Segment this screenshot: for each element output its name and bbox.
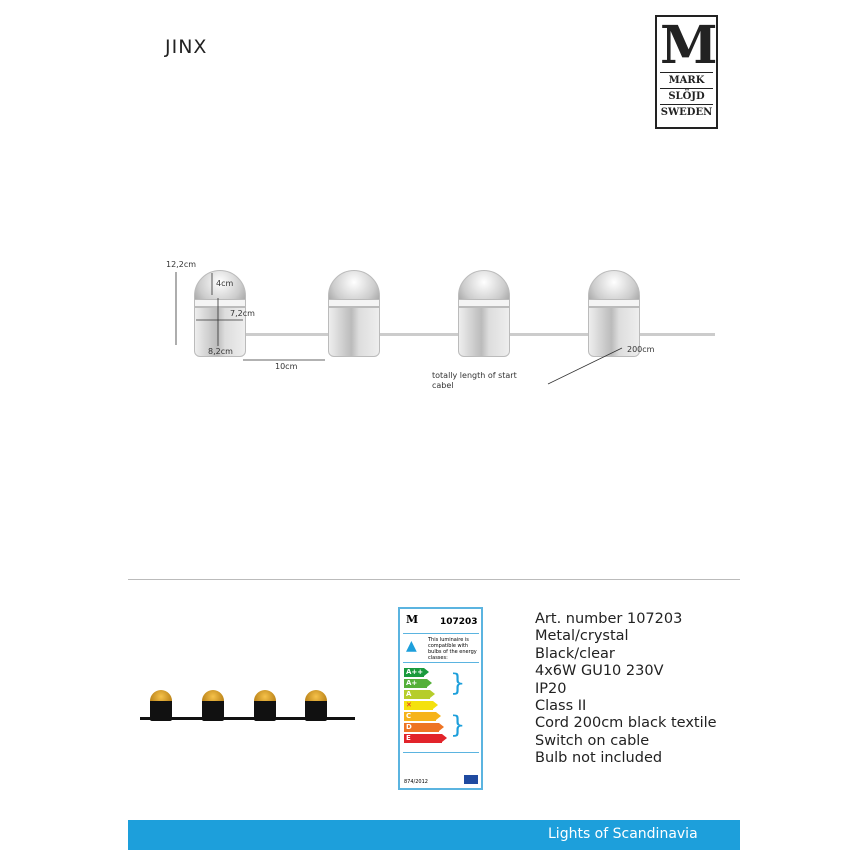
class-a++: A++ bbox=[404, 668, 429, 677]
logo-word: SWEDEN bbox=[660, 104, 713, 120]
photo-lamp bbox=[254, 690, 276, 721]
class-excluded: ✕ bbox=[404, 701, 438, 710]
eu-flag-icon bbox=[464, 775, 478, 784]
drawing-lamp bbox=[588, 270, 640, 357]
spec-item: Black/clear bbox=[535, 645, 615, 662]
photo-lamp bbox=[150, 690, 172, 721]
regulation: 874/2012 bbox=[404, 779, 428, 785]
energy-label: M 107203 ▲ This luminaire is compatible … bbox=[398, 607, 483, 790]
dim-width: 7,2cm bbox=[230, 309, 255, 318]
footer-text: Lights of Scandinavia bbox=[548, 826, 698, 842]
footer-bar: Lights of Scandinavia bbox=[128, 820, 740, 850]
logo-word: MARK bbox=[660, 72, 713, 88]
brand-logo: M MARK SLÖJD SWEDEN bbox=[655, 15, 718, 129]
dimension-arrows bbox=[175, 272, 623, 385]
product-title: JINX bbox=[165, 36, 208, 58]
label-logo: M bbox=[406, 613, 419, 626]
cable-note: cabel bbox=[432, 381, 454, 390]
spec-item: 4x6W GU10 230V bbox=[535, 663, 664, 680]
drawing-lamp bbox=[194, 270, 246, 357]
spec-item: Switch on cable bbox=[535, 732, 650, 749]
bulb-bracket-icon: } bbox=[450, 669, 466, 697]
spec-item: Cord 200cm black textile bbox=[535, 715, 717, 732]
spec-item: Class II bbox=[535, 698, 587, 715]
logo-word: SLÖJD bbox=[660, 88, 713, 104]
bulb-bracket-icon: } bbox=[450, 711, 466, 739]
class-c: C bbox=[404, 712, 441, 721]
drawing-lamp bbox=[328, 270, 380, 357]
class-a: A bbox=[404, 690, 435, 699]
spec-item: IP20 bbox=[535, 680, 567, 697]
photo-lamp bbox=[202, 690, 224, 721]
class-e: E bbox=[404, 734, 447, 743]
logo-letter: M bbox=[660, 15, 718, 76]
photo-lamp bbox=[305, 690, 327, 721]
class-d: D bbox=[404, 723, 444, 732]
drawing-lamp bbox=[458, 270, 510, 357]
dim-dome: 4cm bbox=[216, 279, 234, 288]
spec-item: Metal/crystal bbox=[535, 628, 629, 645]
dim-height: 12,2cm bbox=[166, 260, 197, 269]
divider bbox=[128, 579, 740, 580]
class-a+: A+ bbox=[404, 679, 432, 688]
compat-text: This luminaire is compatible with bulbs … bbox=[428, 637, 477, 661]
dim-cable: 200cm bbox=[627, 345, 655, 354]
label-article: 107203 bbox=[440, 617, 478, 627]
spec-item: Art. number 107203 bbox=[535, 611, 683, 627]
lamp-icon: ▲ bbox=[406, 638, 417, 654]
dim-spacing: 10cm bbox=[275, 362, 298, 371]
photo-cable bbox=[140, 717, 355, 720]
spec-item: Bulb not included bbox=[535, 750, 663, 767]
cable-note: totally length of start bbox=[432, 371, 517, 380]
dim-base: 8,2cm bbox=[208, 347, 233, 356]
spec-list: Art. number 107203 Metal/crystal Black/c… bbox=[535, 611, 717, 768]
